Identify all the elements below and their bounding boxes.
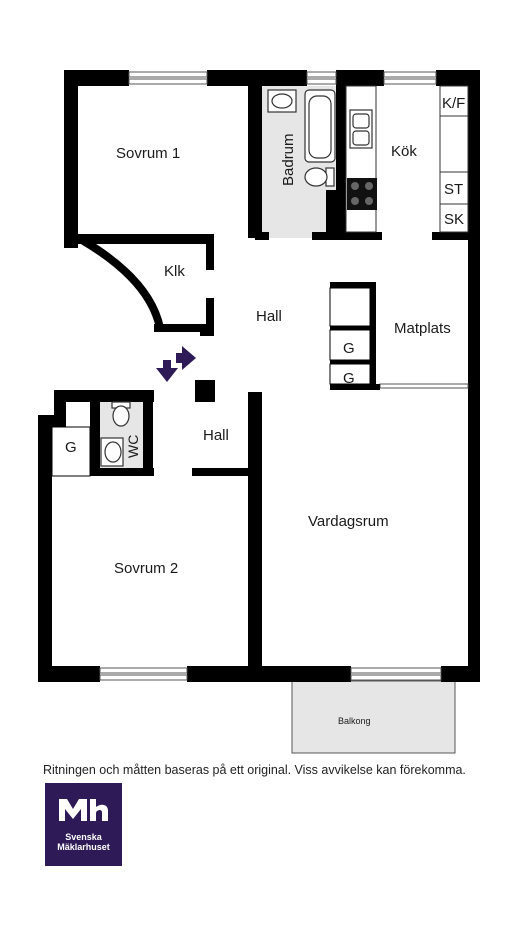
room-label-klk: Klk [164, 263, 185, 280]
bathroom-sink [267, 89, 297, 113]
floor-plan: Sovrum 1 Badrum Kök K/F ST SK Klk Hall M… [38, 70, 480, 754]
wc-sink [100, 437, 124, 467]
bathroom-toilet [304, 167, 335, 187]
room-label-g-left: G [65, 439, 77, 456]
svenska-maklarhuset-logo: Svenska Mäklarhuset [45, 783, 122, 866]
exterior-walls [38, 70, 480, 682]
klk-curved-wall [79, 236, 164, 329]
storage-outlines [51, 287, 371, 477]
kitchen-sink [349, 109, 373, 149]
entrance-arrow-icon [156, 346, 196, 382]
logo-text-line1: Svenska [65, 832, 102, 842]
room-label-sovrum1: Sovrum 1 [116, 145, 180, 162]
room-label-balkong: Balkong [338, 716, 371, 726]
bathtub [304, 89, 336, 163]
room-label-g-lower: G [343, 370, 355, 387]
room-label-kf: K/F [442, 95, 465, 112]
room-label-st: ST [444, 181, 463, 198]
room-label-wc: WC [125, 435, 141, 458]
room-label-g-upper: G [343, 340, 355, 357]
room-label-sk: SK [444, 211, 464, 228]
logo-mark-icon [59, 799, 108, 821]
wc-toilet [111, 401, 131, 427]
interior-walls [64, 86, 468, 682]
balkong-floor [291, 680, 456, 754]
logo-text-line2: Mäklarhuset [57, 842, 110, 852]
room-label-badrum: Badrum [280, 133, 297, 186]
room-label-matplats: Matplats [394, 320, 451, 337]
stove [347, 178, 377, 210]
room-label-sovrum2: Sovrum 2 [114, 560, 178, 577]
disclaimer-text: Ritningen och måtten baseras på ett orig… [43, 763, 466, 777]
room-label-kok: Kök [391, 143, 417, 160]
room-label-hall-upper: Hall [256, 308, 282, 325]
room-label-vardagsrum: Vardagsrum [308, 513, 389, 530]
windows [99, 71, 469, 681]
room-label-hall-lower: Hall [203, 427, 229, 444]
